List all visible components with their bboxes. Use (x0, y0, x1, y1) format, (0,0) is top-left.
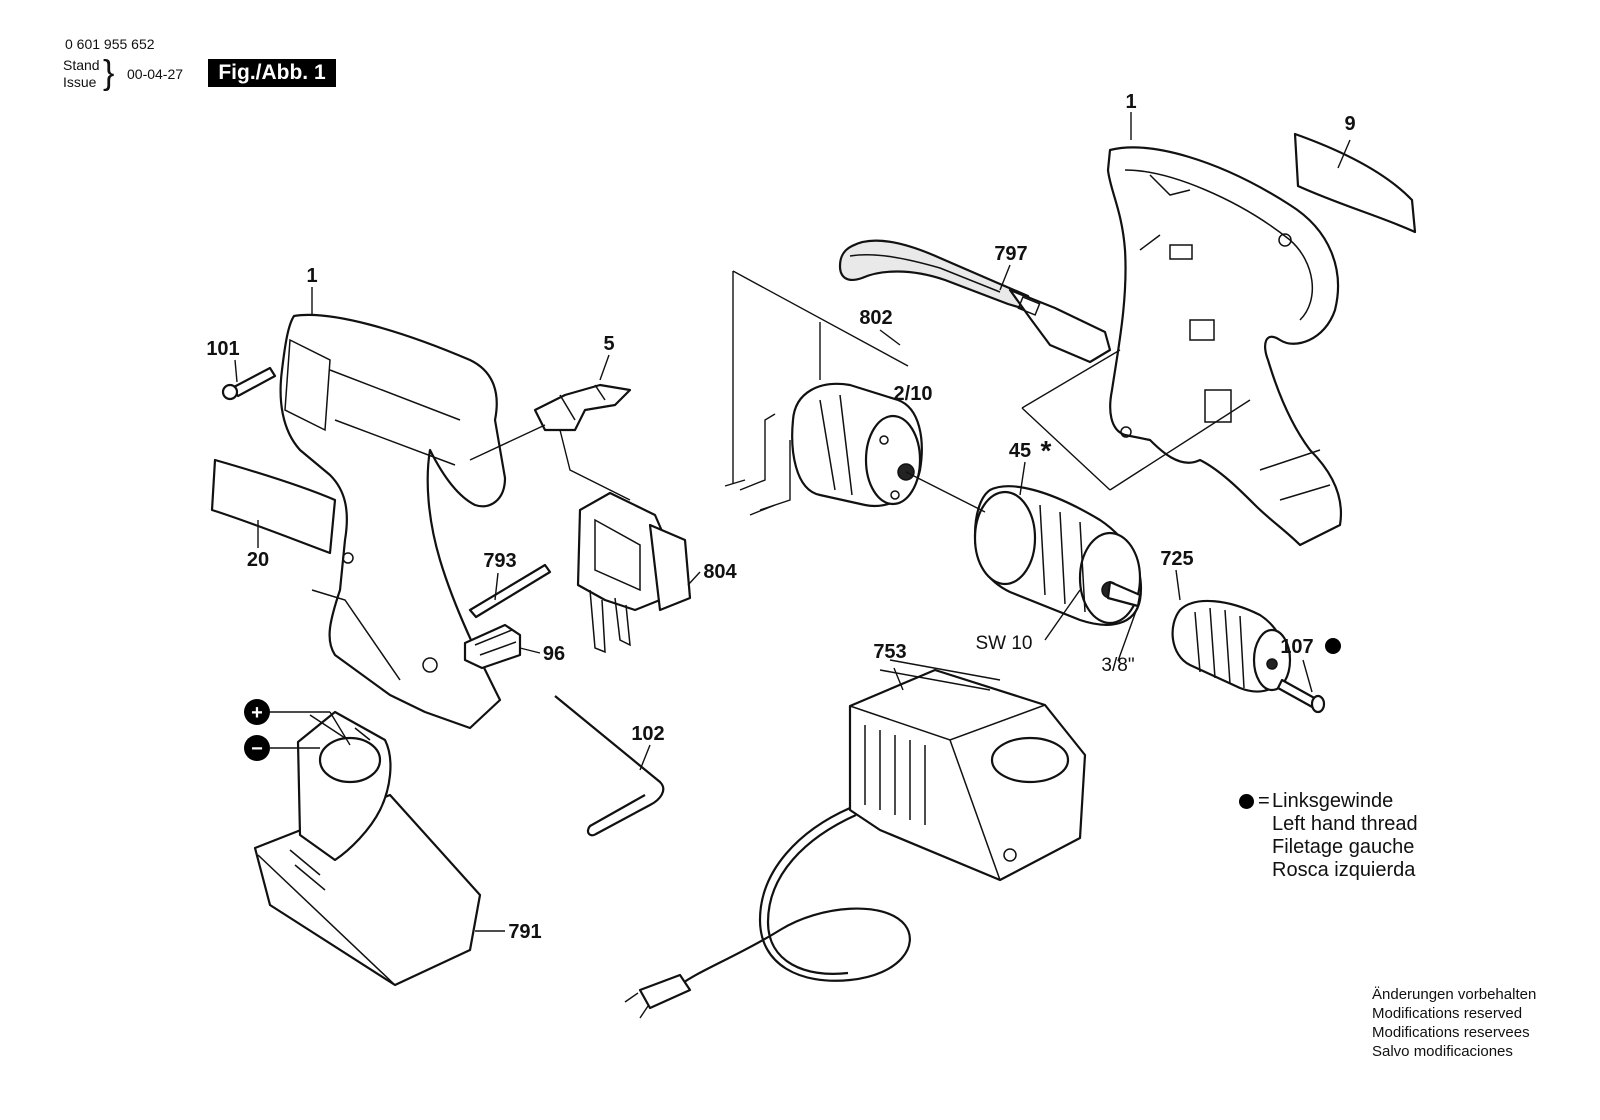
leader-lines (234, 112, 1351, 932)
legend-equals: = (1258, 790, 1270, 812)
callout-802: 802 (859, 307, 892, 329)
callout-20: 20 (247, 549, 269, 571)
callout-797: 797 (994, 243, 1027, 265)
bit-holder (463, 623, 522, 670)
wiring-harness-bracket (724, 270, 909, 516)
callout-725: 725 (1160, 548, 1193, 570)
left-hand-thread-legend: = Linksgewinde Left hand thread Filetage… (1239, 790, 1418, 882)
left-hand-thread-marker (1325, 638, 1341, 654)
wrist-strap (838, 239, 1112, 364)
callout-9: 9 (1344, 113, 1355, 135)
callout-102: 102 (631, 723, 664, 745)
callout-45-asterisk: * (1041, 435, 1052, 466)
callout-96: 96 (543, 643, 565, 665)
callout-2-10: 2/10 (894, 383, 933, 405)
legend-line-fr: Filetage gauche (1272, 836, 1415, 858)
gearbox (905, 471, 1142, 626)
housing-screw (221, 366, 277, 401)
screwdriver-bit (468, 563, 552, 619)
legend-line-en: Left hand thread (1272, 813, 1418, 835)
callout-804: 804 (703, 561, 737, 583)
issue-date: 00-04-27 (127, 66, 184, 82)
callout-45: 45 (1009, 440, 1031, 462)
switch-module (576, 491, 692, 654)
stand-label: Stand (63, 57, 100, 73)
callout-5: 5 (603, 333, 614, 355)
battery-charger (848, 659, 1087, 882)
callout-3-8-inch: 3/8" (1101, 655, 1134, 676)
power-cord (624, 806, 911, 1019)
legend-line-es: Rosca izquierda (1272, 859, 1416, 881)
mods-line-en: Modifications reserved (1372, 1005, 1523, 1022)
bullet-icon (1239, 794, 1254, 809)
minus-symbol: − (251, 738, 263, 760)
modifications-notice: Änderungen vorbehalten Modifications res… (1372, 985, 1536, 1061)
switch-slider (533, 383, 632, 432)
callout-791: 791 (508, 921, 541, 943)
drill-chuck (1171, 599, 1292, 693)
callout-labels: 1 9 797 802 2/10 1 101 5 45 * 20 793 804… (206, 91, 1355, 943)
mods-line-de: Änderungen vorbehalten (1372, 986, 1537, 1003)
chuck-screw (1276, 678, 1326, 714)
callout-753: 753 (873, 641, 906, 663)
battery-terminal-minus: − (244, 735, 270, 761)
callout-1-right: 1 (1125, 91, 1136, 113)
motor (791, 382, 923, 508)
callout-101: 101 (206, 338, 239, 360)
legend-line-de: Linksgewinde (1272, 790, 1394, 812)
housing-half-right (1106, 146, 1343, 547)
battery-pack (253, 710, 482, 987)
suspension-clip (554, 695, 665, 837)
figure-badge: Fig./Abb. 1 (208, 59, 336, 87)
callout-1-left: 1 (306, 265, 317, 287)
document-number: 0 601 955 652 (65, 36, 155, 52)
mods-line-fr: Modifications reservees (1372, 1024, 1530, 1041)
housing-half-left (279, 313, 507, 730)
battery-terminal-plus: + (244, 699, 270, 725)
callout-793: 793 (483, 550, 516, 572)
label-plate-20 (210, 458, 337, 555)
issue-label: Issue (63, 74, 97, 90)
brace-glyph: } (103, 54, 115, 92)
plus-symbol: + (251, 702, 263, 724)
callout-107: 107 (1280, 636, 1313, 658)
mods-line-es: Salvo modificaciones (1372, 1043, 1513, 1060)
label-plate-9 (1293, 132, 1417, 234)
callout-sw10: SW 10 (975, 633, 1032, 654)
